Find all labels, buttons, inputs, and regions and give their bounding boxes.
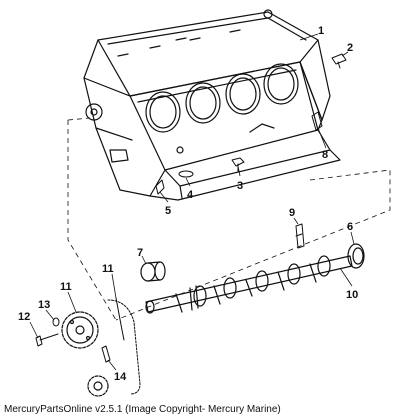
cylinder-bores xyxy=(145,63,299,133)
callout-7: 7 xyxy=(137,247,143,259)
part-plug xyxy=(331,53,347,69)
part-stud xyxy=(311,111,323,131)
part-cam-bearing xyxy=(140,261,166,282)
part-key xyxy=(295,223,305,249)
callout-11-chain: 11 xyxy=(102,263,114,275)
leader-lines xyxy=(29,33,355,371)
assembly-boundary xyxy=(67,117,391,321)
callout-3: 3 xyxy=(237,180,243,192)
part-washer xyxy=(178,170,194,178)
part-washer-13 xyxy=(52,317,60,327)
part-timing-sprocket xyxy=(61,311,99,349)
callout-1: 1 xyxy=(318,25,324,37)
part-pin-3 xyxy=(231,157,245,173)
callout-5: 5 xyxy=(165,205,171,217)
part-camshaft xyxy=(145,255,353,314)
callout-9: 9 xyxy=(289,207,295,219)
callout-11-sprocket: 11 xyxy=(60,281,72,293)
part-crank-gear xyxy=(87,375,109,397)
engine-block xyxy=(83,9,341,201)
part-timing-chain xyxy=(107,297,141,395)
part-dowel-14 xyxy=(101,345,111,363)
part-dowel xyxy=(155,179,165,195)
callout-8: 8 xyxy=(322,149,328,161)
callout-13: 13 xyxy=(38,299,50,311)
part-bolt xyxy=(35,333,59,347)
copyright-footer: MercuryPartsOnline v2.5.1 (Image Copyrig… xyxy=(4,404,281,415)
callout-6: 6 xyxy=(347,221,353,233)
callout-2: 2 xyxy=(347,42,353,54)
callout-12: 12 xyxy=(18,311,30,323)
callout-labels: 1 2 3 4 5 6 7 8 9 10 11 11 12 13 14 xyxy=(18,25,358,383)
callout-14: 14 xyxy=(114,371,127,383)
callout-10: 10 xyxy=(346,289,358,301)
callout-4: 4 xyxy=(187,189,194,201)
